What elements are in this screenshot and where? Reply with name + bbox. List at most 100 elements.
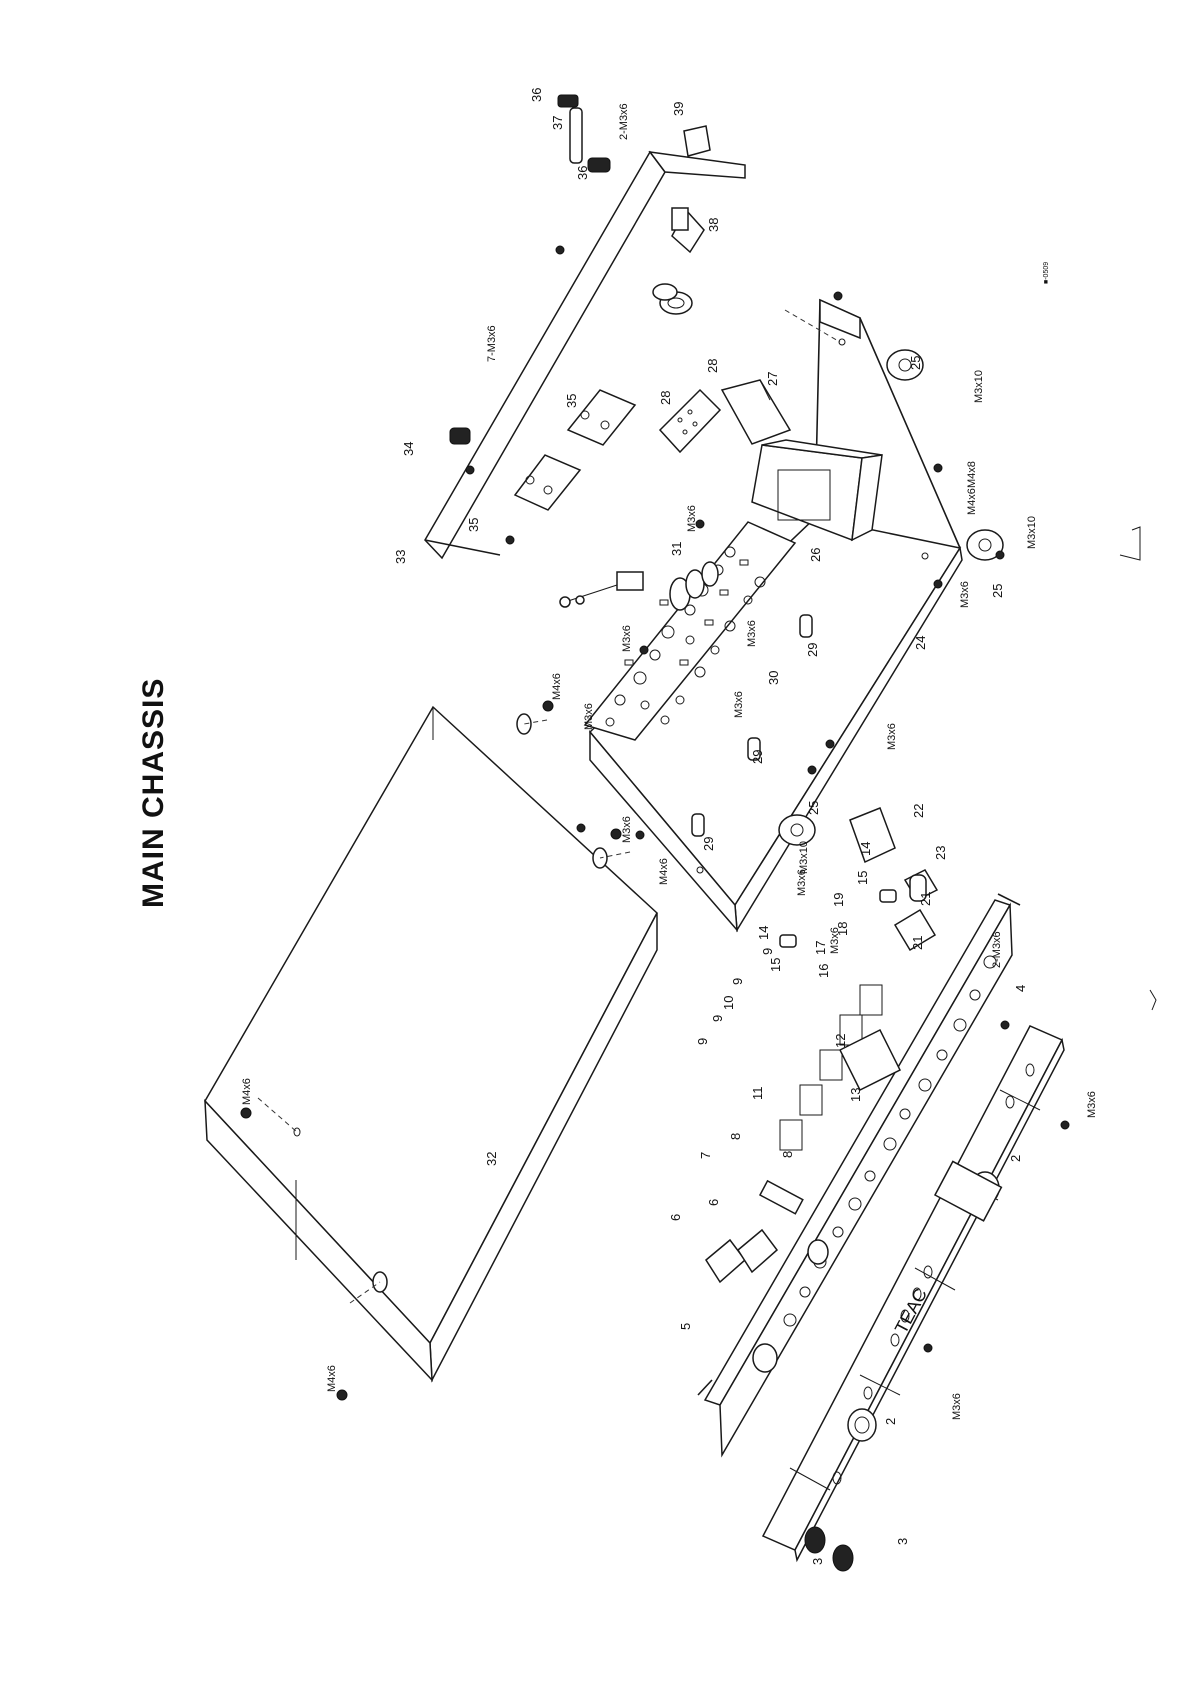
screw-label: M3x6 bbox=[686, 505, 698, 532]
callout-16: 16 bbox=[816, 964, 831, 978]
callout-33: 33 bbox=[393, 550, 408, 564]
bracket-27 bbox=[720, 379, 792, 445]
callout-35: 35 bbox=[466, 518, 481, 532]
screw-label: M4x6 bbox=[326, 1365, 338, 1392]
callout-13: 13 bbox=[848, 1088, 863, 1102]
callout-25: 25 bbox=[806, 801, 821, 815]
margin-marks bbox=[1119, 526, 1157, 1011]
screw-label: 7-M3x6 bbox=[486, 325, 498, 362]
screw-label: M3x6 bbox=[583, 703, 595, 730]
chassis-base bbox=[588, 298, 963, 933]
callout-9: 9 bbox=[710, 1015, 725, 1022]
callout-7: 7 bbox=[698, 1152, 713, 1159]
screw-label: 2-M3x6 bbox=[618, 103, 630, 140]
power-transformer bbox=[751, 439, 883, 542]
screw-label: M3x6 bbox=[621, 816, 633, 843]
callout-17: 17 bbox=[813, 941, 828, 955]
callout-29: 29 bbox=[805, 643, 820, 657]
drawing-code: ■-0509 bbox=[1043, 262, 1050, 284]
front-knobs bbox=[804, 1526, 854, 1572]
callout-22: 22 bbox=[911, 804, 926, 818]
callout-32: 32 bbox=[484, 1152, 499, 1166]
callout-23: 23 bbox=[933, 846, 948, 860]
callout-31: 31 bbox=[669, 542, 684, 556]
callout-9: 9 bbox=[730, 978, 745, 985]
callout-18: 18 bbox=[835, 922, 850, 936]
pcb-spacers bbox=[691, 614, 813, 837]
parts-34-39 bbox=[449, 94, 711, 445]
callout-4: 4 bbox=[1013, 985, 1028, 992]
callout-27: 27 bbox=[765, 372, 780, 386]
screw-label: M4x6 bbox=[658, 858, 670, 885]
screw-label: M3x6 bbox=[951, 1393, 963, 1420]
callout-21: 21 bbox=[910, 936, 925, 950]
callout-8: 8 bbox=[780, 1151, 795, 1158]
screw-label: 2-M3x6 bbox=[991, 931, 1003, 968]
callout-14: 14 bbox=[756, 926, 771, 940]
rubber-foot bbox=[778, 349, 1004, 846]
callout-15: 15 bbox=[768, 958, 783, 972]
screws bbox=[240, 245, 1070, 1401]
parts-22-23 bbox=[849, 807, 927, 902]
callout-29: 29 bbox=[750, 750, 765, 764]
screw-labels: M4x6 M4x6 M4x6 M4x6 M4x6 M3x6 M3x6 M3x6 … bbox=[241, 103, 1098, 1420]
rear-panel bbox=[424, 150, 746, 560]
callout-11: 11 bbox=[750, 1087, 765, 1101]
callout-6: 6 bbox=[668, 1214, 683, 1221]
callout-28: 28 bbox=[705, 359, 720, 373]
screw-label: M4x6 bbox=[241, 1078, 253, 1105]
screw-label: M4x8 bbox=[966, 461, 978, 488]
callout-26: 26 bbox=[808, 548, 823, 562]
callout-10: 10 bbox=[721, 996, 736, 1010]
screw-label: M3x10 bbox=[973, 370, 985, 403]
callout-9: 9 bbox=[760, 948, 775, 955]
callout-36: 36 bbox=[529, 88, 544, 102]
callouts: 2 2 3 3 4 5 6 6 7 8 8 9 9 9 9 10 11 12 1… bbox=[393, 88, 1028, 1565]
callout-36: 36 bbox=[575, 166, 590, 180]
callout-9: 9 bbox=[695, 1038, 710, 1045]
callout-34: 34 bbox=[401, 442, 416, 456]
screw-label: M3x6 bbox=[829, 927, 841, 954]
callout-37: 37 bbox=[550, 116, 565, 130]
callout-25: 25 bbox=[908, 356, 923, 370]
callout-8: 8 bbox=[728, 1133, 743, 1140]
callout-39: 39 bbox=[671, 102, 686, 116]
callout-3: 3 bbox=[810, 1558, 825, 1565]
callout-2: 2 bbox=[883, 1418, 898, 1425]
terminal-31 bbox=[559, 571, 644, 608]
screw-label: M3x6 bbox=[1086, 1091, 1098, 1118]
screw-label: M4x6 bbox=[551, 673, 563, 700]
callout-15: 15 bbox=[855, 871, 870, 885]
main-pcb bbox=[583, 521, 797, 741]
callout-28: 28 bbox=[658, 391, 673, 405]
callout-5: 5 bbox=[678, 1323, 693, 1330]
callout-38: 38 bbox=[706, 218, 721, 232]
callout-29: 29 bbox=[701, 837, 716, 851]
callout-6: 6 bbox=[706, 1199, 721, 1206]
callout-19: 19 bbox=[831, 893, 846, 907]
diagram-title: MAIN CHASSIS bbox=[137, 678, 170, 908]
screw-label: M3x10 bbox=[1026, 516, 1038, 549]
terminal-block-28 bbox=[658, 388, 722, 454]
switch-cluster bbox=[705, 869, 939, 1284]
callout-21: 21 bbox=[918, 892, 933, 906]
screw-label: M3x6 bbox=[796, 869, 808, 896]
front-panel: TEAC bbox=[761, 1025, 1065, 1563]
sub-chassis bbox=[697, 893, 1021, 1458]
screw-label: M3x6 bbox=[959, 581, 971, 608]
screw-label: M3x10 bbox=[798, 841, 810, 874]
callout-14: 14 bbox=[858, 842, 873, 856]
callout-12: 12 bbox=[833, 1034, 848, 1048]
callout-3: 3 bbox=[895, 1538, 910, 1545]
screw-label: M4x6 bbox=[966, 488, 978, 515]
screw-label: M3x6 bbox=[746, 620, 758, 647]
top-cover bbox=[204, 705, 658, 1383]
screw-label: M3x6 bbox=[733, 691, 745, 718]
callout-2: 2 bbox=[1008, 1155, 1023, 1162]
screw-label: M3x6 bbox=[886, 723, 898, 750]
callout-35: 35 bbox=[564, 394, 579, 408]
screw-label: M3x6 bbox=[621, 625, 633, 652]
callout-24: 24 bbox=[913, 636, 928, 650]
callout-30: 30 bbox=[766, 671, 781, 685]
